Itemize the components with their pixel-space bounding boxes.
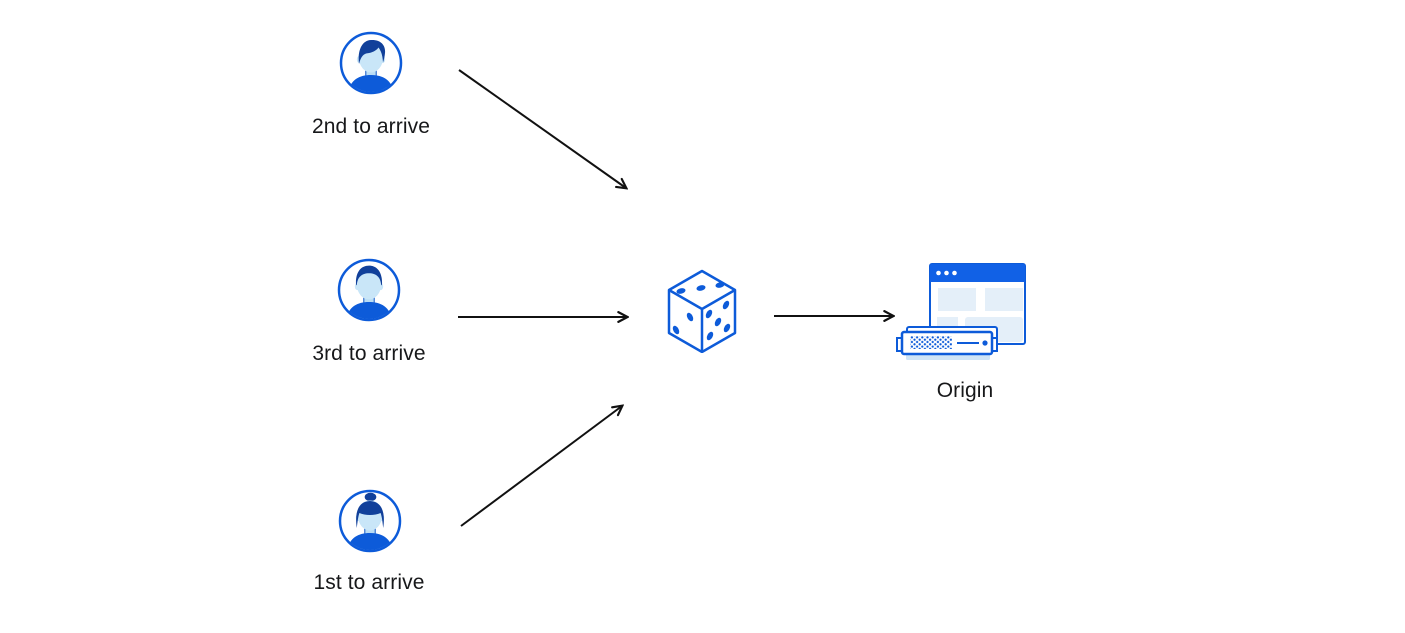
dice-pips <box>672 282 731 341</box>
dice-icon <box>667 269 737 353</box>
origin-label: Origin <box>936 379 994 402</box>
origin-server-browser-icon <box>896 263 1026 360</box>
male-avatar-short-hair-icon <box>337 258 401 322</box>
server-icon <box>896 326 998 360</box>
client-first-label: 1st to arrive <box>313 571 425 594</box>
client-third-label: 3rd to arrive <box>312 342 426 365</box>
male-avatar-swept-hair-icon <box>339 31 403 95</box>
arrow-second-to-dice <box>458 69 626 188</box>
arrow-first-to-dice <box>460 406 622 527</box>
client-second-label: 2nd to arrive <box>311 115 431 138</box>
female-avatar-bun-icon <box>338 489 402 553</box>
browser-window-icon <box>929 263 1026 345</box>
